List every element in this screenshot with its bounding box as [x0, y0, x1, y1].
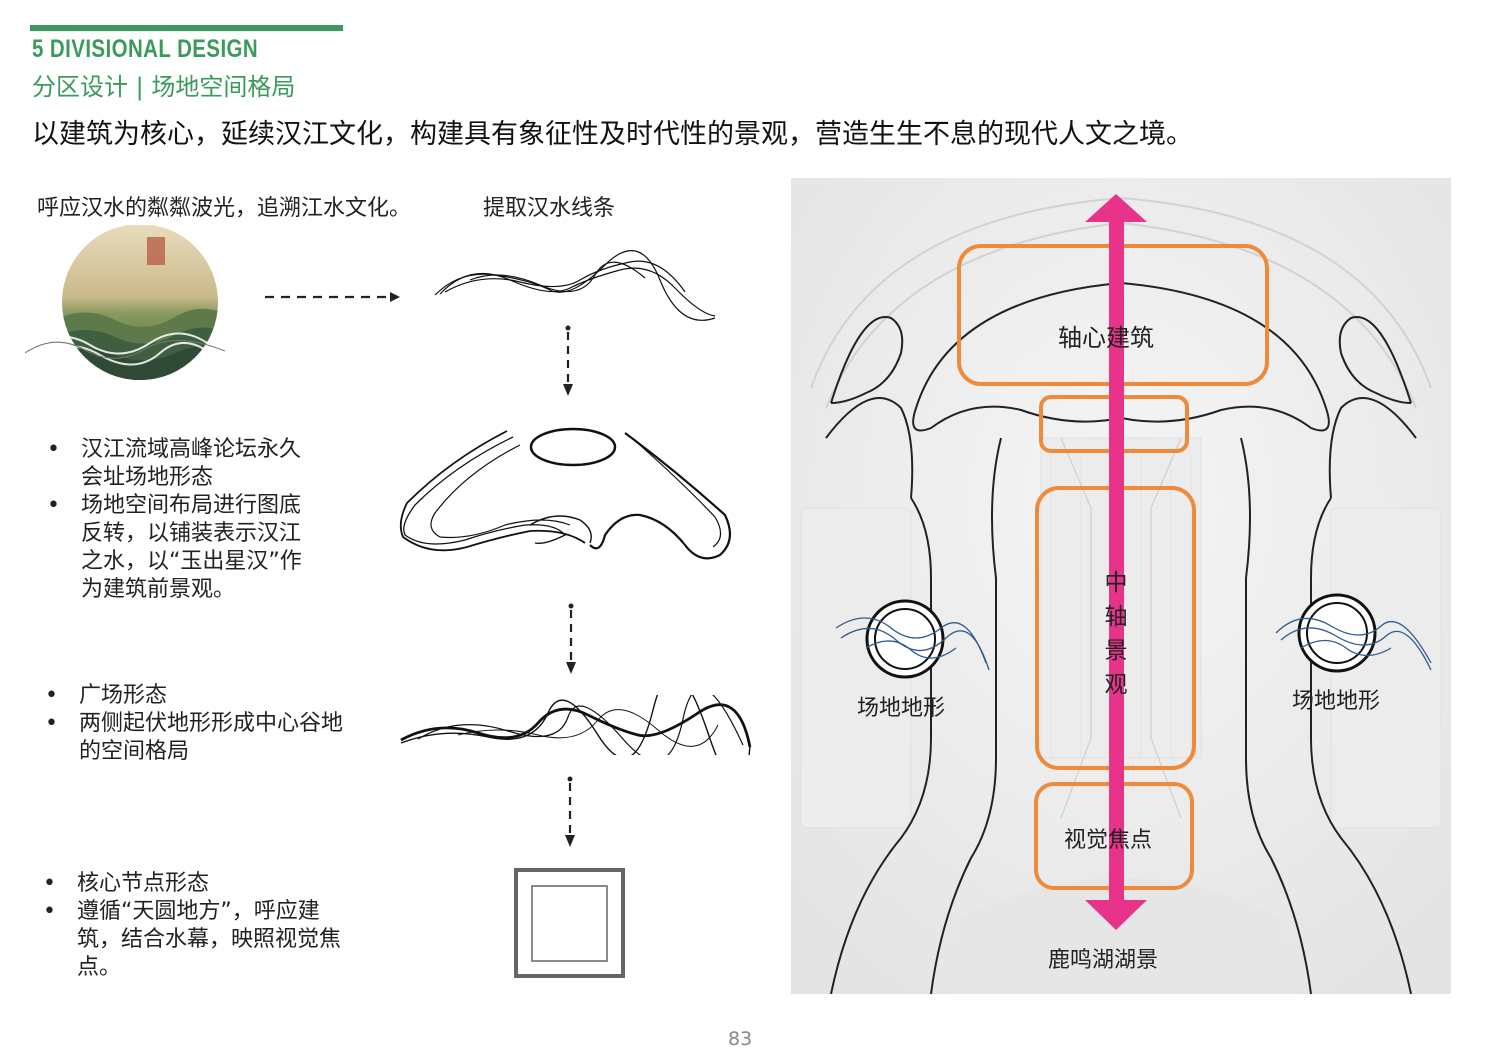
list-item: 汉江流域高峰论坛永久会址场地形态: [45, 436, 310, 492]
extracted-lines-sketch: [434, 250, 716, 321]
list-item: 核心节点形态: [41, 870, 341, 898]
axis-char: 中: [1104, 570, 1128, 596]
terrain-circle-left: [835, 599, 990, 679]
bullet-group-site-form: 汉江流域高峰论坛永久会址场地形态 场地空间布局进行图底反转，以铺装表示汉江之水，…: [45, 436, 310, 604]
label-lake-view: 鹿鸣湖湖景: [1048, 948, 1159, 973]
label-core-building: 轴心建筑: [1058, 324, 1154, 352]
list-item: 广场形态: [43, 682, 343, 710]
list-item: 遵循“天圆地方”，呼应建筑，结合水幕，映照视觉焦点。: [41, 898, 341, 982]
site-plan-map: [791, 178, 1451, 994]
list-item: 两侧起伏地形形成中心谷地的空间格局: [43, 710, 343, 766]
list-item: 场地空间布局进行图底反转，以铺装表示汉江之水，以“玉出星汉”作为建筑前景观。: [45, 492, 310, 604]
section-title: 5 DIVISIONAL DESIGN: [32, 35, 259, 63]
label-terrain-left: 场地地形: [857, 696, 946, 721]
dashed-arrow-down-2: [566, 603, 576, 674]
dashed-arrow-down-1: [563, 325, 573, 396]
axis-char: 景: [1104, 638, 1128, 664]
title-accent-bar: [30, 25, 343, 31]
dashed-arrow-down-3: [565, 776, 575, 847]
dashed-arrow-right: [265, 292, 400, 302]
bullet-group-plaza: 广场形态 两侧起伏地形形成中心谷地的空间格局: [43, 682, 343, 766]
core-node-square: [514, 868, 625, 978]
caption-culture: 呼应汉水的粼粼波光，追溯江水文化。: [37, 196, 412, 221]
headline: 以建筑为核心，延续汉江文化，构建具有象征性及时代性的景观，营造生生不息的现代人文…: [32, 119, 1193, 150]
page-number: 83: [728, 1028, 753, 1050]
site-form-sketch: [399, 427, 732, 560]
axis-char: 轴: [1104, 604, 1128, 630]
plaza-wave-sketch: [400, 695, 752, 755]
section-subtitle: 分区设计 | 场地空间格局: [32, 73, 296, 101]
caption-lines: 提取汉水线条: [483, 196, 616, 221]
label-terrain-right: 场地地形: [1292, 689, 1381, 714]
bullet-group-core-node: 核心节点形态 遵循“天圆地方”，呼应建筑，结合水幕，映照视觉焦点。: [41, 870, 341, 982]
painting-image: [25, 225, 226, 380]
label-focal-point: 视觉焦点: [1064, 828, 1153, 853]
central-axis-arrow: [1085, 194, 1147, 930]
label-central-axis: 中 轴 景 观: [1103, 566, 1129, 702]
terrain-circle-right: [1275, 593, 1432, 673]
axis-char: 观: [1104, 672, 1128, 698]
